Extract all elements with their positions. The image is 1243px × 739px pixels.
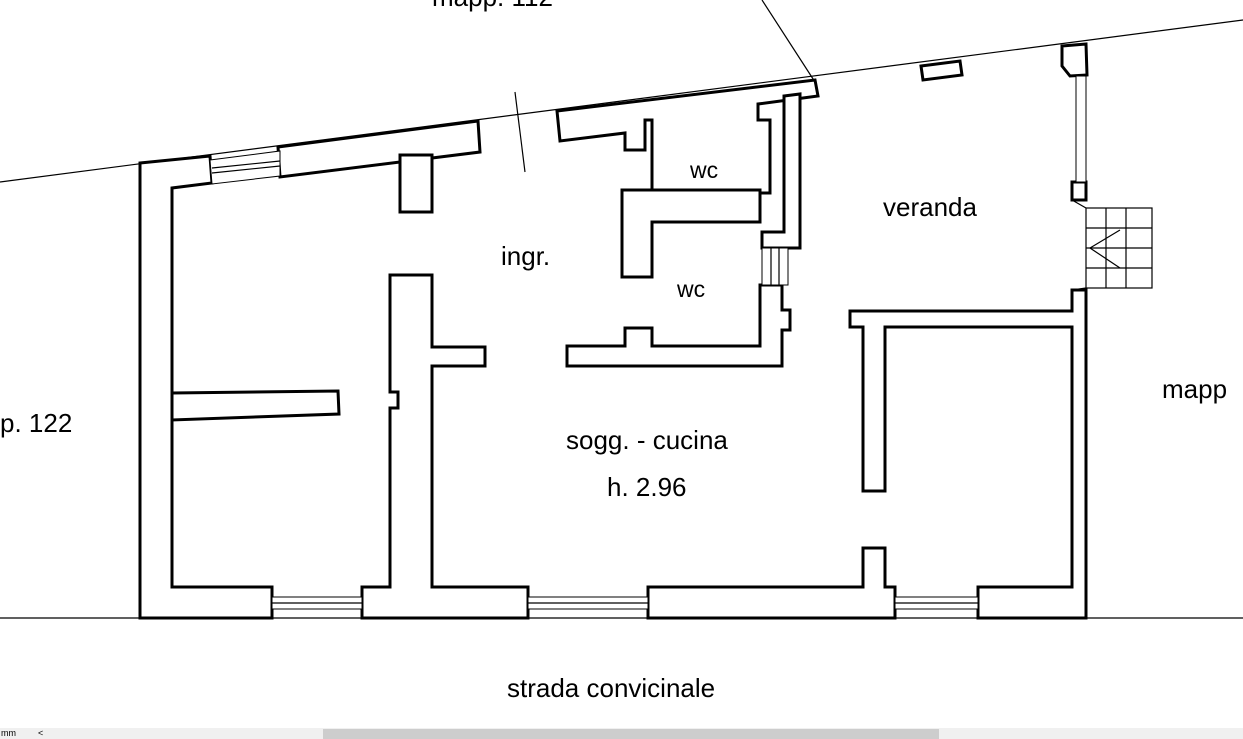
boundary-lines [0, 0, 1243, 619]
label-mapp-right: mapp [1162, 374, 1227, 404]
label-veranda: veranda [883, 192, 977, 222]
room-labels: mapp. 112 p. 122 mapp wc wc ingr. verand… [0, 0, 1227, 703]
north-wall-segment-1 [276, 119, 482, 179]
east-wall [848, 288, 1088, 620]
label-altezza: h. 2.96 [607, 472, 687, 502]
west-wall [138, 154, 274, 620]
veranda-east-post [1060, 42, 1089, 78]
south-wall-segment-2 [646, 546, 897, 620]
label-ingresso: ingr. [501, 241, 550, 271]
stairs-arrow-icon [1088, 229, 1121, 269]
label-soggiorno: sogg. - cucina [566, 425, 728, 455]
horizontal-scrollbar-thumb[interactable] [323, 729, 939, 739]
unit-label: mm [1, 728, 16, 738]
veranda-east-window [1075, 75, 1087, 183]
north-wall-block [919, 59, 964, 82]
bedroom-partition [170, 389, 341, 422]
outer-walls [138, 42, 1089, 620]
label-wc-lower: wc [676, 276, 705, 302]
window-nw [209, 150, 281, 185]
windows [209, 150, 979, 610]
lot-division-line [761, 0, 816, 83]
north-stub-wall [398, 153, 434, 214]
interior-walls [170, 75, 1087, 422]
label-strada: strada convicinale [507, 673, 715, 703]
north-wall-segment-2 [555, 78, 820, 195]
label-mapp-top: mapp. 112 [432, 0, 553, 12]
south-wall-segment-1 [360, 273, 530, 620]
status-bar: mm < [0, 728, 1243, 739]
exterior-steps [1071, 199, 1153, 291]
door-swing-line [514, 91, 526, 173]
window-wc [761, 247, 789, 286]
wc-block-wall [620, 188, 762, 279]
label-mapp-left: p. 122 [0, 408, 72, 438]
label-wc-upper: wc [689, 157, 718, 183]
scroll-left-arrow-icon[interactable]: < [38, 728, 44, 738]
veranda-post-mid [1070, 180, 1088, 202]
